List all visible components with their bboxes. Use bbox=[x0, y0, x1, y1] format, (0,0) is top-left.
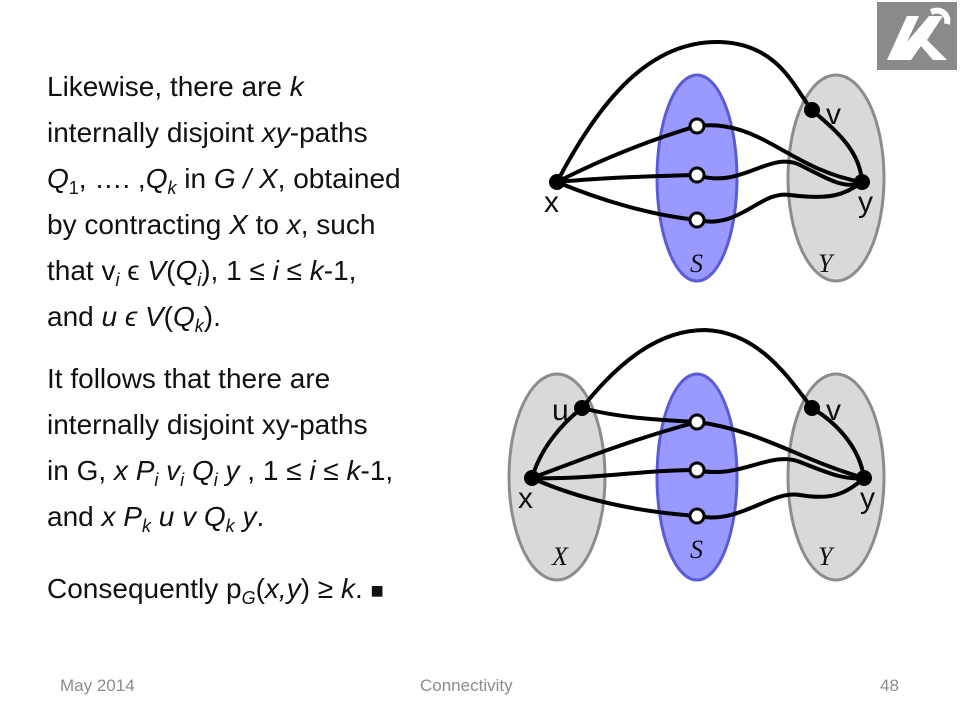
bottom-label-S: S bbox=[690, 535, 703, 564]
top-vertex-s2 bbox=[688, 166, 706, 184]
bottom-diagram: x y u v X S Y bbox=[507, 327, 886, 582]
logo-glyph-icon bbox=[887, 7, 951, 60]
footer-date: May 2014 bbox=[60, 676, 135, 695]
logo bbox=[877, 2, 957, 70]
paragraph-consequently: Consequently pG(x,y) ≥ k. ■ bbox=[47, 573, 384, 608]
top-edges bbox=[555, 39, 864, 224]
bottom-edge-s1-y bbox=[696, 420, 865, 480]
paragraph-it-follows: It follows that there are internally dis… bbox=[47, 356, 477, 540]
bottom-edge-x-s3 bbox=[531, 476, 698, 518]
footer-page-number: 48 bbox=[880, 676, 899, 695]
p2-line2: internally disjoint xy-paths bbox=[47, 409, 368, 440]
paragraph-likewise: Likewise, there are k internally disjoin… bbox=[47, 64, 477, 340]
bottom-vertex-x bbox=[524, 470, 540, 486]
p2-line3: in G, x Pi vi Qi y , 1 ≤ i ≤ k-1, bbox=[47, 455, 394, 490]
bottom-vertex-u bbox=[574, 400, 590, 416]
bottom-label-x: x bbox=[518, 482, 533, 515]
bottom-label-Y: Y bbox=[818, 542, 835, 571]
bottom-label-X: X bbox=[551, 542, 569, 571]
bottom-edge-x-u bbox=[530, 406, 584, 479]
bottom-label-u: u bbox=[552, 394, 569, 427]
bottom-vertex-s3 bbox=[688, 507, 706, 525]
top-label-v: v bbox=[826, 98, 841, 131]
bottom-edge-s2-y bbox=[696, 457, 865, 481]
p1-line3: Q1, …. ,Qk in G / X, obtained bbox=[47, 163, 401, 198]
p1-line1: Likewise, there are k bbox=[47, 71, 304, 102]
top-edge-x-s2 bbox=[556, 173, 698, 184]
p2-line1: It follows that there are bbox=[47, 363, 331, 394]
bottom-vertex-y bbox=[856, 470, 872, 486]
p1-line5: that vi ϵ V(Qi), 1 ≤ i ≤ k-1, bbox=[47, 255, 357, 290]
bottom-label-v: v bbox=[826, 394, 841, 427]
bottom-edge-x-s2 bbox=[531, 468, 698, 481]
p1-line6: and u ϵ V(Qk). bbox=[47, 301, 221, 336]
top-edge-x-s1 bbox=[556, 124, 698, 184]
top-vertex-s3 bbox=[688, 211, 706, 229]
bottom-edge-x-s1 bbox=[531, 420, 698, 480]
top-edge-v-y bbox=[810, 108, 864, 183]
bottom-edge-v-y bbox=[810, 406, 866, 479]
top-vertex-x bbox=[549, 174, 565, 190]
bottom-edge-u-s1 bbox=[581, 406, 698, 424]
bottom-edge-s3-y bbox=[696, 476, 866, 520]
top-edge-s3-y bbox=[696, 180, 864, 224]
p1-line4: by contracting X to x, such bbox=[47, 209, 376, 240]
top-edge-s2-y bbox=[696, 159, 863, 187]
bottom-edge-u-v bbox=[580, 327, 814, 410]
top-set-Y bbox=[786, 73, 886, 283]
top-label-y: y bbox=[858, 186, 873, 219]
bottom-label-y: y bbox=[860, 482, 875, 515]
top-edge-s1-y bbox=[696, 123, 863, 184]
p1-line2: internally disjoint xy-paths bbox=[47, 117, 368, 148]
footer-title: Connectivity bbox=[420, 676, 513, 695]
top-label-S: S bbox=[690, 249, 703, 278]
top-vertex-s1 bbox=[688, 117, 706, 135]
top-vertex-y bbox=[854, 174, 870, 190]
p2-line4: and x Pk u v Qk y. bbox=[47, 501, 265, 536]
top-diagram: x y v S Y bbox=[544, 39, 886, 283]
top-label-Y: Y bbox=[818, 249, 835, 278]
top-edge-x-s3 bbox=[556, 180, 698, 222]
top-label-x: x bbox=[544, 186, 559, 219]
bottom-vertex-s2 bbox=[688, 461, 706, 479]
bottom-vertex-s1 bbox=[688, 413, 706, 431]
top-vertex-v bbox=[804, 102, 820, 118]
bottom-vertex-v bbox=[804, 400, 820, 416]
bottom-edges bbox=[530, 327, 866, 520]
qed-symbol: ■ bbox=[370, 578, 384, 603]
top-edge-x-v bbox=[555, 39, 814, 183]
